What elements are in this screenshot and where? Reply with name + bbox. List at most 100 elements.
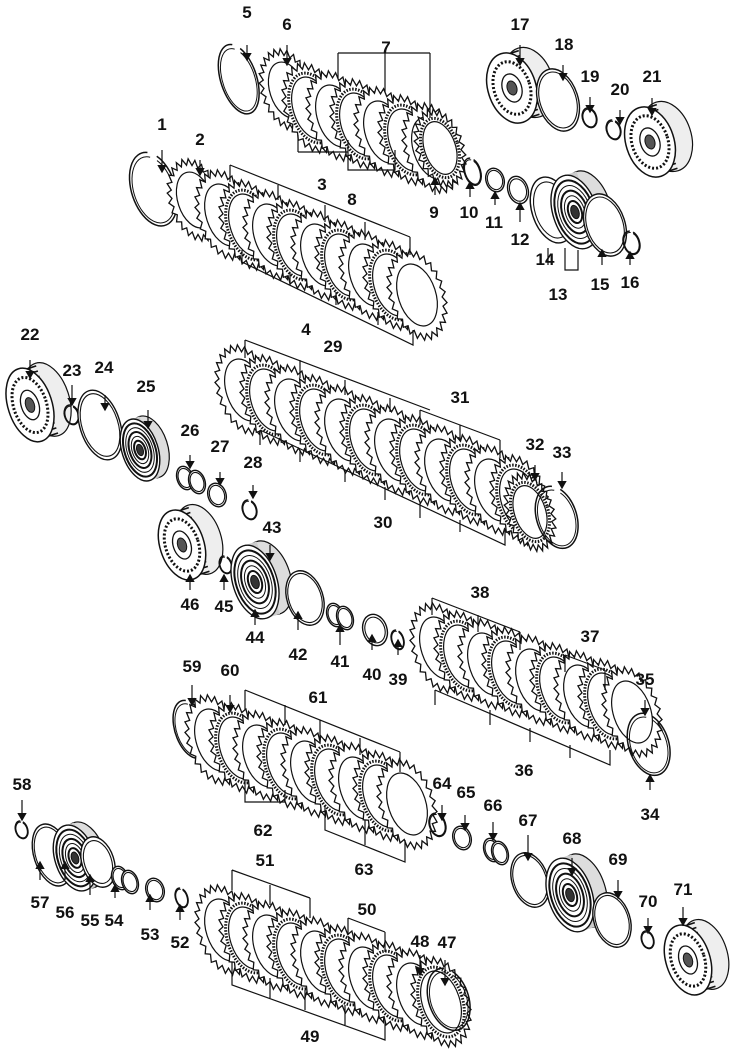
bracket-31 — [419, 409, 501, 458]
clutch-plate-61-8 — [375, 757, 439, 851]
ring-40 — [361, 613, 389, 647]
callout-label-7: 7 — [381, 38, 390, 57]
callout-label-68: 68 — [563, 829, 582, 848]
hub-22 — [5, 362, 72, 443]
callout-label-70: 70 — [639, 892, 658, 911]
callout-label-65: 65 — [457, 783, 476, 802]
callout-label-56: 56 — [56, 903, 75, 922]
callout-label-9: 9 — [429, 203, 438, 222]
callout-label-64: 64 — [433, 774, 452, 793]
callout-label-35: 35 — [636, 670, 655, 689]
bracket-38 — [431, 597, 521, 650]
callout-label-51: 51 — [256, 851, 275, 870]
ring-65 — [451, 825, 473, 851]
callout-label-71: 71 — [674, 880, 693, 899]
drum-71 — [663, 918, 730, 996]
callout-label-11: 11 — [485, 213, 503, 232]
callout-label-42: 42 — [289, 645, 308, 664]
bracket-8 — [297, 135, 396, 171]
drum-21 — [623, 100, 694, 178]
callout-label-59: 59 — [183, 657, 202, 676]
callout-label-62: 62 — [254, 821, 273, 840]
callout-label-14: 14 — [536, 250, 555, 269]
snap-ring-45 — [218, 555, 233, 575]
ring-15 — [582, 193, 628, 257]
seal-67 — [510, 852, 550, 908]
callout-label-52: 52 — [171, 933, 190, 952]
callout-label-30: 30 — [374, 513, 393, 532]
clutch-plate-37-8 — [600, 665, 664, 759]
snap-ring-58 — [14, 820, 29, 840]
parts-layer — [5, 43, 730, 1049]
callout-label-6: 6 — [282, 15, 291, 34]
callout-label-4: 4 — [301, 320, 311, 339]
hub-46 — [157, 503, 224, 581]
callout-label-29: 29 — [324, 337, 343, 356]
seal-18 — [535, 68, 581, 132]
clutch-plate-49-9 — [409, 955, 473, 1049]
callout-label-13: 13 — [549, 285, 568, 304]
callout-label-69: 69 — [609, 850, 628, 869]
callout-label-1: 1 — [157, 115, 166, 134]
callout-label-36: 36 — [515, 761, 534, 780]
bracket-50 — [347, 917, 386, 952]
bracket-29 — [244, 339, 431, 412]
callout-label-39: 39 — [389, 670, 408, 689]
callout-label-24: 24 — [95, 358, 114, 377]
snap-ring-20 — [605, 119, 622, 141]
snap-ring-33 — [534, 485, 579, 550]
bracket-3 — [229, 164, 411, 255]
callout-label-58: 58 — [13, 775, 32, 794]
seal-24 — [77, 389, 123, 461]
bracket-13-14 — [547, 248, 579, 271]
clutch-plate-3-8 — [385, 248, 449, 342]
bracket-62 — [244, 780, 286, 803]
snap-ring-47 — [426, 967, 471, 1032]
callout-label-40: 40 — [363, 665, 382, 684]
callout-label-21: 21 — [643, 67, 662, 86]
ring-11 — [484, 167, 506, 193]
bracket-7 — [337, 52, 431, 118]
callout-label-44: 44 — [246, 628, 265, 647]
callout-label-12: 12 — [511, 230, 530, 249]
callout-label-50: 50 — [358, 900, 377, 919]
seal-12 — [506, 175, 530, 205]
callout-label-55: 55 — [81, 911, 100, 930]
bracket-49 — [231, 962, 386, 1041]
callout-label-27: 27 — [211, 437, 230, 456]
callout-label-41: 41 — [331, 652, 350, 671]
callout-label-46: 46 — [181, 595, 200, 614]
callout-label-47: 47 — [438, 933, 457, 952]
callout-label-16: 16 — [621, 273, 640, 292]
callout-label-38: 38 — [471, 583, 490, 602]
callout-label-31: 31 — [451, 388, 470, 407]
callout-label-22: 22 — [21, 325, 40, 344]
ring-27 — [206, 482, 228, 508]
bracket-61 — [244, 689, 401, 772]
callout-label-37: 37 — [581, 627, 600, 646]
snap-ring-64 — [428, 812, 447, 838]
callout-label-5: 5 — [242, 3, 251, 22]
callout-label-34: 34 — [641, 805, 660, 824]
bracket-63 — [324, 805, 406, 863]
snap-ring-5 — [217, 43, 260, 115]
callout-label-17: 17 — [511, 15, 530, 34]
snap-ring-70 — [640, 930, 655, 950]
piston-44 — [230, 540, 293, 620]
bracket-4 — [241, 250, 414, 346]
callout-label-43: 43 — [263, 518, 282, 537]
callout-label-15: 15 — [591, 275, 610, 294]
callout-label-23: 23 — [63, 361, 82, 380]
ring-26b — [187, 469, 207, 495]
callout-label-57: 57 — [31, 893, 50, 912]
callout-label-3: 3 — [317, 175, 326, 194]
callout-label-2: 2 — [195, 130, 204, 149]
callout-label-28: 28 — [244, 453, 263, 472]
seal-69 — [592, 892, 632, 948]
callout-label-66: 66 — [484, 796, 503, 815]
callout-label-19: 19 — [581, 67, 600, 86]
callout-label-8: 8 — [347, 190, 356, 209]
plate-9 — [412, 106, 468, 190]
